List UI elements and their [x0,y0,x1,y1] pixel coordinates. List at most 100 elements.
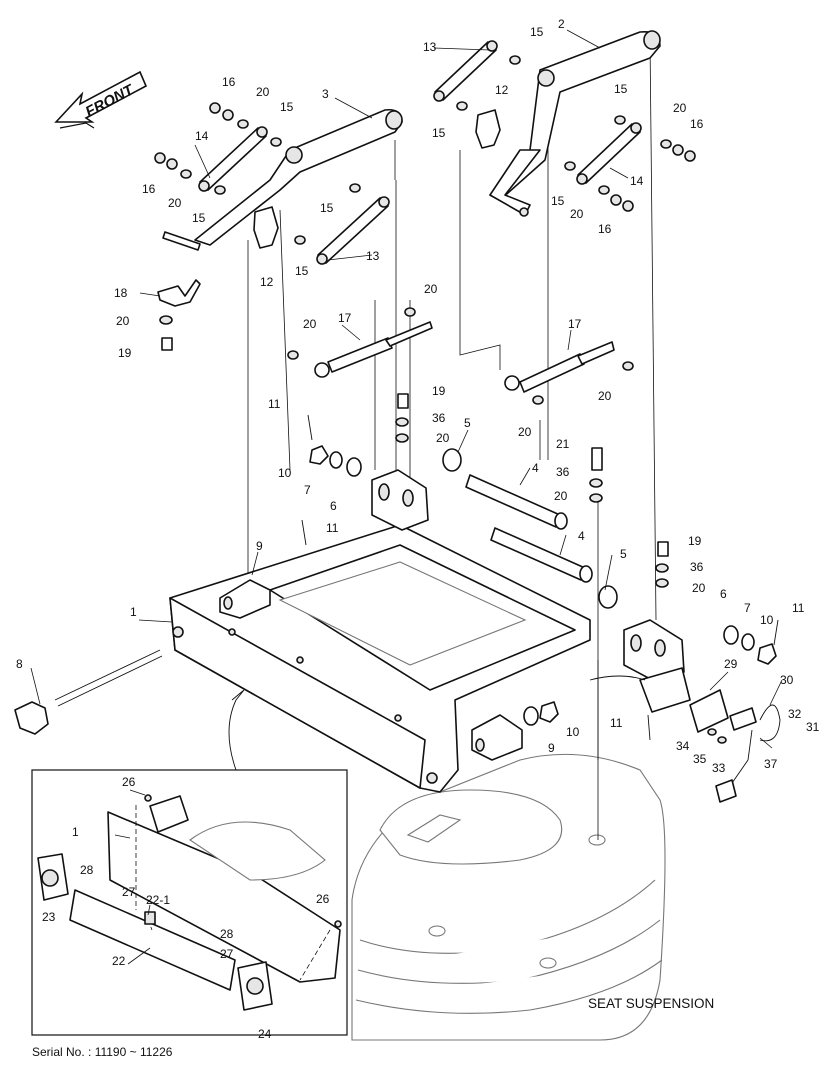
link-13 [316,40,498,265]
handle-8 [14,649,163,735]
callout-20: 20 [554,489,568,503]
callout-36: 36 [556,465,570,479]
gas-spring-17 [314,321,615,393]
callout-20: 20 [673,101,687,115]
callout-29: 29 [724,657,738,671]
callout-20: 20 [598,389,612,403]
callout-26: 26 [316,892,330,906]
callout-16: 16 [598,222,612,236]
callout-34: 34 [676,739,690,753]
callout-1: 1 [130,605,137,619]
callout-16: 16 [142,182,156,196]
callout-13: 13 [423,40,437,54]
callout-20: 20 [692,581,706,595]
callout-21: 21 [556,437,570,451]
callout-35: 35 [693,752,707,766]
pivot-brackets [219,469,685,761]
base-frame-1 [169,524,591,793]
callout-10: 10 [566,725,580,739]
callout-4: 4 [578,529,585,543]
callout-20: 20 [303,317,317,331]
callout-11: 11 [326,521,339,535]
callout-31: 31 [806,720,820,734]
callout-17: 17 [338,311,352,325]
callout-17: 17 [568,317,582,331]
callout-10: 10 [278,466,292,480]
figure-caption: SEAT SUSPENSION [588,996,714,1011]
callout-20: 20 [570,207,584,221]
callout-12: 12 [260,275,274,289]
callout-36: 36 [690,560,704,574]
detail-inset [31,689,348,1036]
callout-9: 9 [548,741,555,755]
callout-26: 26 [122,775,136,789]
callout-15: 15 [192,211,206,225]
leader-lines [30,29,783,965]
callout-22: 22 [112,954,126,968]
callout-16: 16 [222,75,236,89]
callout-27: 27 [220,947,234,961]
callout-30: 30 [780,673,794,687]
callout-37: 37 [764,757,778,771]
callout-1: 1 [72,825,79,839]
callout-14: 14 [630,174,644,188]
callout-22-1: 22-1 [146,893,170,907]
callout-8: 8 [16,657,23,671]
link-14 [198,122,642,192]
callout-15: 15 [432,126,446,140]
callout-15: 15 [320,201,334,215]
callout-20: 20 [424,282,438,296]
callout-28: 28 [220,927,234,941]
callout-24: 24 [258,1027,272,1041]
callout-16: 16 [690,117,704,131]
callout-14: 14 [195,129,209,143]
callout-11: 11 [610,716,623,730]
bracket-18 [157,279,201,307]
front-label: FRONT [83,81,138,121]
front-arrow-icon: FRONT [54,70,148,129]
shaft-4 [465,474,593,583]
callout-15: 15 [280,100,294,114]
switch-bracket-29 [589,667,781,803]
upper-arm-2 [489,30,661,217]
callout-15: 15 [295,264,309,278]
callout-11: 11 [792,601,805,615]
callout-18: 18 [114,286,128,300]
callout-15: 15 [614,82,628,96]
small-hardware [154,55,779,744]
callout-5: 5 [464,416,471,430]
callout-5: 5 [620,547,627,561]
callout-15: 15 [551,194,565,208]
callout-20: 20 [256,85,270,99]
seat-cushion [351,753,666,1041]
callout-19: 19 [688,534,702,548]
callout-23: 23 [42,910,56,924]
callout-9: 9 [256,539,263,553]
callout-27: 27 [122,885,136,899]
callout-2: 2 [558,17,565,31]
callout-7: 7 [744,601,751,615]
callout-20: 20 [116,314,130,328]
callout-33: 33 [712,761,726,775]
callout-3: 3 [322,87,329,101]
callout-6: 6 [720,587,727,601]
callout-11: 11 [268,397,281,411]
callout-10: 10 [760,613,774,627]
callout-36: 36 [432,411,446,425]
callout-20: 20 [436,431,450,445]
bracket-12 [253,109,501,249]
callout-13: 13 [366,249,380,263]
callout-15: 15 [530,25,544,39]
callout-labels: 2 15 13 16 20 3 12 15 15 20 16 15 14 16 … [16,17,820,1041]
callout-20: 20 [168,196,182,210]
callout-7: 7 [304,483,311,497]
callout-19: 19 [432,384,446,398]
callout-28: 28 [80,863,94,877]
callout-4: 4 [532,461,539,475]
callout-12: 12 [495,83,509,97]
callout-6: 6 [330,499,337,513]
callout-32: 32 [788,707,802,721]
serial-number: Serial No. : 11190 ~ 11226 [32,1045,173,1059]
callout-20: 20 [518,425,532,439]
